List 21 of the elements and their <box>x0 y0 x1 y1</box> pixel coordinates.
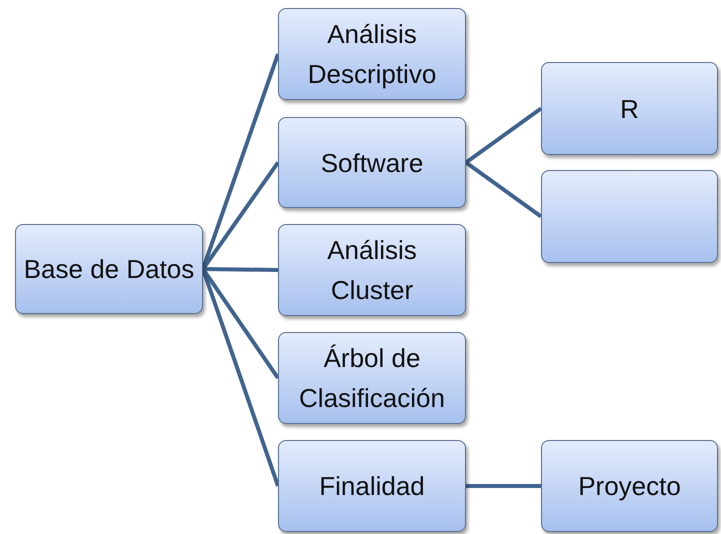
box-label: Proyecto <box>577 470 682 503</box>
process-box <box>541 440 718 532</box>
process-box <box>278 440 466 532</box>
box-label: Análisis Cluster <box>326 234 418 307</box>
box-label: Finalidad <box>318 470 426 503</box>
box-label: R <box>619 92 640 126</box>
process-box <box>278 117 466 208</box>
connector-line <box>464 106 542 164</box>
box-label: Análisis Descriptivo <box>306 18 438 91</box>
connector-line <box>464 160 542 218</box>
connector-line <box>466 484 541 488</box>
process-box <box>278 8 466 100</box>
process-box <box>278 224 466 316</box>
box-label: Software <box>320 146 424 180</box>
process-box <box>15 224 203 314</box>
box-label: Base de Datos <box>22 253 196 286</box>
process-box <box>541 170 718 263</box>
box-label: Árbol de Clasificación <box>298 342 446 415</box>
process-box <box>541 62 718 155</box>
connector-line <box>202 267 278 272</box>
process-box <box>278 332 466 424</box>
